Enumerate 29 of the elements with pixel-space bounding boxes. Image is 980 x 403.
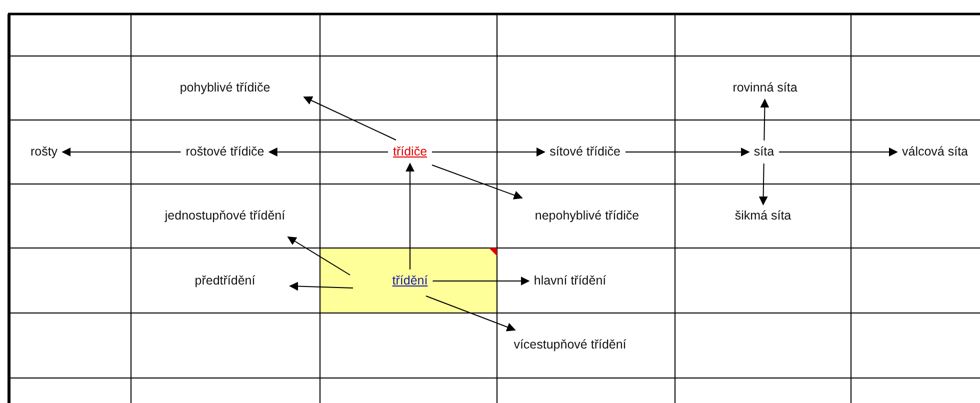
hyperlink-text: třídění	[390, 272, 430, 290]
cell-text: nepohyblivé třídiče	[532, 208, 642, 224]
arrow	[287, 236, 350, 276]
cell-text: šikmá síta	[732, 208, 794, 224]
cell-text: pohyblivé třídiče	[178, 80, 272, 96]
cell-text: rošty	[28, 144, 60, 160]
arrow	[432, 276, 530, 286]
cell-text: síta	[752, 144, 776, 160]
arrow	[758, 163, 768, 206]
hyperlink-text: třídiče	[390, 144, 430, 160]
arrow	[62, 148, 182, 156]
arrow	[778, 148, 898, 156]
arrow	[624, 148, 750, 156]
arrow	[432, 164, 523, 200]
cell-text: roštové třídiče	[184, 144, 266, 160]
cell-text: vícestupňové třídění	[512, 336, 628, 354]
arrow	[268, 148, 388, 156]
cell-text: jednostupňové třídění	[162, 208, 288, 224]
arrow	[406, 162, 414, 270]
cell-text: válcová síta	[900, 144, 970, 160]
cell-text: rovinná síta	[730, 80, 800, 96]
cell-text: hlavní třídění	[532, 272, 608, 290]
arrow	[303, 96, 396, 140]
arrow	[426, 296, 516, 332]
arrow	[432, 148, 546, 156]
arrow	[289, 282, 354, 291]
cell-text: sítové třídiče	[548, 144, 622, 160]
cell-text: předtřídění	[192, 272, 258, 290]
arrow	[760, 98, 770, 141]
